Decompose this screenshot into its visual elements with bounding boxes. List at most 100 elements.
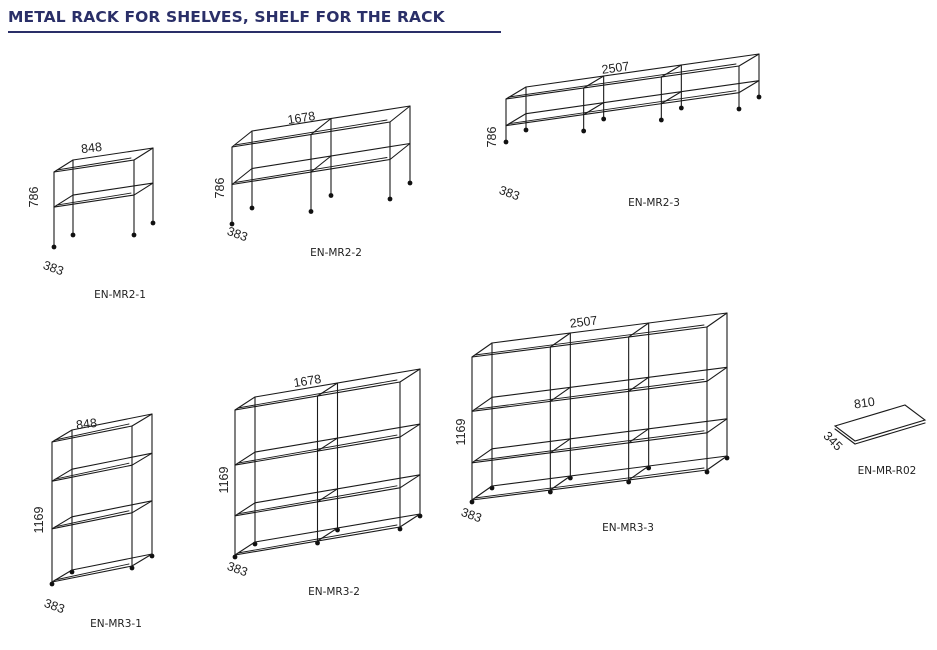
- front-rail: [505, 92, 740, 127]
- side-rail: [131, 553, 153, 567]
- foot: [523, 127, 529, 133]
- side-rail: [706, 418, 728, 434]
- shelf-edge: [56, 157, 132, 171]
- depth-dimension: 383: [459, 505, 483, 525]
- depth-dimension: 383: [225, 559, 249, 579]
- foot: [229, 221, 235, 227]
- front-rail: [505, 65, 740, 100]
- width-dimension: 848: [80, 140, 102, 156]
- height-dimension: 1169: [32, 507, 46, 534]
- side-rail: [399, 474, 421, 489]
- front-rail: [471, 469, 708, 501]
- shelf-edge: [234, 119, 388, 146]
- width-dimension: 1678: [293, 372, 323, 390]
- shelf-edge: [474, 430, 705, 462]
- rack-en-mr3-3: [469, 312, 730, 505]
- shelf-edge: [237, 434, 398, 464]
- side-rail: [706, 455, 728, 471]
- foot: [469, 499, 475, 505]
- front-rail: [471, 326, 708, 358]
- side-rail: [131, 452, 153, 466]
- rack-en-mr3-1: [49, 413, 155, 587]
- side-rail: [660, 64, 682, 78]
- depth-dimension: 383: [41, 258, 65, 278]
- foot: [51, 244, 57, 250]
- side-rail: [738, 53, 760, 67]
- front-rail: [51, 425, 133, 443]
- front-rail: [53, 194, 135, 208]
- side-rail: [389, 142, 411, 161]
- height-dimension: 786: [27, 187, 41, 208]
- front-rail: [51, 464, 133, 482]
- side-rail: [231, 167, 253, 186]
- foot: [232, 554, 238, 560]
- side-rail: [706, 366, 728, 382]
- width-dimension: 810: [853, 395, 876, 412]
- product-code: EN-MR2-1: [94, 289, 146, 301]
- rack-en-mr2-1: [51, 147, 156, 250]
- back-rail: [72, 147, 154, 161]
- shelf-edge: [54, 462, 130, 480]
- shelf-panel: [833, 404, 927, 442]
- foot: [49, 581, 55, 587]
- foot: [328, 193, 334, 198]
- foot: [503, 139, 509, 145]
- foot: [581, 128, 587, 134]
- foot: [249, 205, 255, 211]
- side-rail: [399, 513, 421, 528]
- shelf-edge: [54, 423, 130, 441]
- side-rail: [399, 368, 421, 383]
- shelf-edge: [56, 192, 132, 206]
- back-rail: [72, 182, 154, 196]
- back-rail: [491, 366, 728, 398]
- back-rail: [71, 413, 153, 431]
- foot: [397, 526, 403, 532]
- shelf-edge: [474, 378, 705, 410]
- page-title: METAL RACK FOR SHELVES, SHELF FOR THE RA…: [8, 8, 445, 26]
- foot: [407, 180, 413, 186]
- front-rail: [51, 565, 133, 583]
- shelf-edge: [237, 379, 398, 409]
- product-code: EN-MR2-2: [310, 247, 362, 259]
- foot: [626, 479, 632, 485]
- foot: [601, 116, 607, 122]
- depth-dimension: 383: [225, 224, 249, 244]
- rack-en-mr2-2: [229, 105, 413, 227]
- height-dimension: 786: [485, 127, 499, 148]
- front-rail: [53, 159, 135, 173]
- side-rail: [389, 105, 411, 123]
- foot: [387, 196, 393, 202]
- rack-en-mr-r02: [833, 404, 927, 445]
- foot: [131, 232, 137, 238]
- side-rail: [131, 413, 153, 427]
- height-dimension: 786: [213, 178, 227, 199]
- back-rail: [491, 312, 728, 344]
- back-rail: [71, 553, 153, 571]
- side-rail: [399, 423, 421, 438]
- foot: [150, 220, 156, 226]
- foot: [547, 489, 553, 495]
- rack-en-mr2-3: [503, 53, 762, 145]
- foot: [704, 469, 710, 475]
- width-dimension: 1678: [287, 109, 317, 127]
- back-rail: [71, 500, 153, 518]
- foot: [315, 540, 320, 546]
- rack-en-mr3-2: [232, 368, 423, 560]
- side-rail: [738, 80, 760, 94]
- product-code: EN-MR3-3: [602, 522, 654, 534]
- back-rail: [71, 452, 153, 470]
- depth-dimension: 345: [821, 429, 846, 454]
- side-rail: [133, 182, 154, 196]
- side-rail: [706, 312, 728, 328]
- shelf-thickness: [854, 422, 926, 445]
- depth-dimension: 383: [497, 183, 521, 203]
- product-code: EN-MR-R02: [858, 465, 917, 477]
- depth-dimension: 383: [42, 596, 66, 616]
- foot: [678, 105, 684, 111]
- height-dimension: 1169: [454, 419, 468, 446]
- shelf-edge: [474, 467, 705, 499]
- shelf-edge: [508, 63, 737, 98]
- foot: [70, 232, 76, 238]
- side-rail: [133, 147, 154, 161]
